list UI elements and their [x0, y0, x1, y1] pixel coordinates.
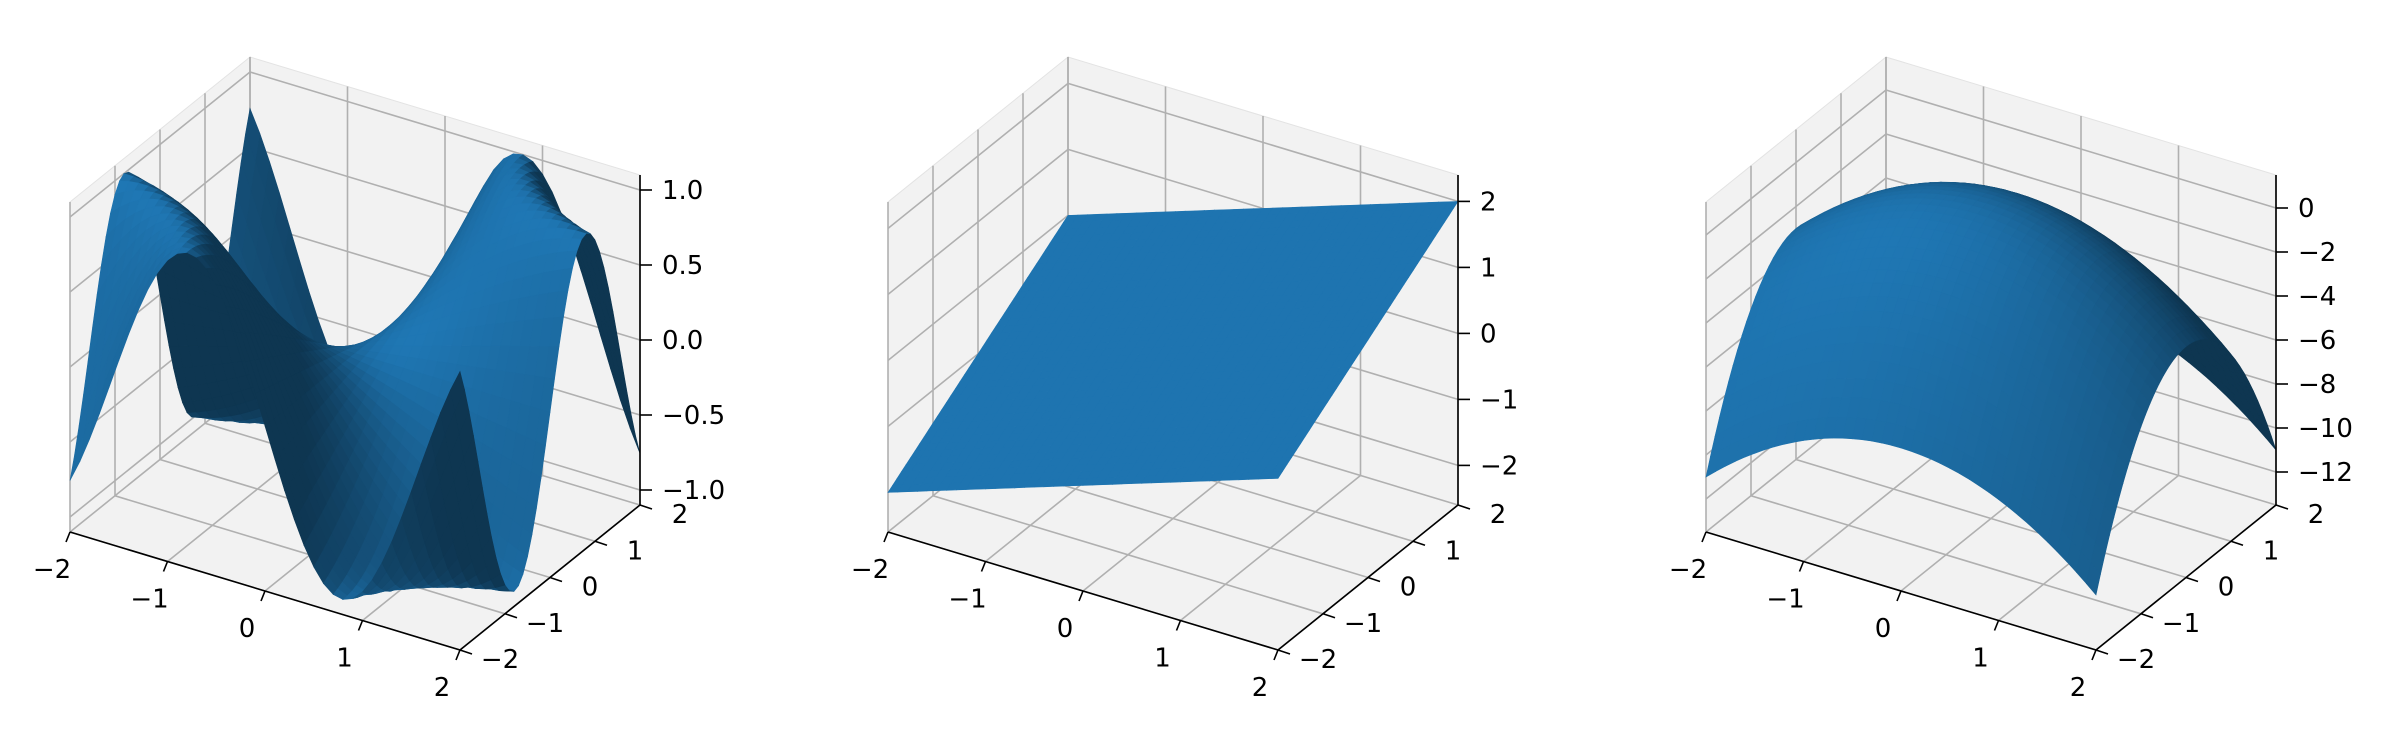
y-tick — [549, 576, 563, 583]
y-tick-label: −2 — [1299, 645, 1337, 675]
y-tick-label: 2 — [1490, 500, 1507, 530]
grid-line-y — [932, 165, 1324, 615]
x-tick-label: −2 — [851, 555, 889, 585]
x-tick-label: −2 — [33, 555, 71, 585]
z-tick-label: −8 — [2298, 370, 2336, 400]
surface-mesh — [69, 107, 641, 600]
z-tick-label: −4 — [2298, 282, 2336, 312]
y-tick-label: 1 — [2263, 536, 2280, 566]
z-tick-label: −2 — [1480, 451, 1518, 481]
surface-facet — [2085, 562, 2101, 596]
y-tick — [2275, 504, 2289, 510]
surface-facet — [1267, 471, 1284, 480]
y-tick — [1412, 540, 1426, 547]
x-tick — [260, 590, 266, 602]
y-tick-label: −1 — [526, 609, 564, 639]
y-tick — [459, 649, 473, 655]
x-tick — [65, 531, 71, 543]
y-tick-label: 2 — [2308, 500, 2325, 530]
y-tick-label: 0 — [582, 573, 599, 603]
z-tick-label: 0.5 — [662, 251, 703, 281]
z-tick-label: −1 — [1480, 385, 1518, 415]
z-tick-label: −2 — [2298, 238, 2336, 268]
x-tick — [1078, 590, 1084, 602]
y-tick-label: 1 — [627, 536, 644, 566]
y-tick-label: 1 — [1445, 536, 1462, 566]
x-tick-label: −2 — [1669, 555, 1707, 585]
x-tick-label: 0 — [1875, 614, 1892, 644]
x-tick-label: 2 — [1252, 673, 1269, 703]
z-tick-label: 0 — [1480, 319, 1497, 349]
y-tick-label: −2 — [2117, 645, 2155, 675]
x-tick-label: 1 — [1154, 644, 1171, 674]
x-tick-label: 2 — [434, 673, 451, 703]
x-tick — [1896, 590, 1902, 602]
x-tick-label: −1 — [1766, 585, 1804, 615]
x-tick-label: 0 — [239, 614, 256, 644]
z-tick-label: −12 — [2298, 458, 2353, 488]
x-tick-label: 2 — [2070, 673, 2087, 703]
z-tick-label: −1.0 — [662, 476, 725, 506]
z-tick-label: 0 — [2298, 194, 2315, 224]
grid-line-z — [69, 71, 641, 218]
y-tick — [2230, 540, 2244, 547]
grid-line-z — [1705, 133, 2277, 280]
y-tick — [1457, 504, 1471, 510]
x-tick — [455, 649, 461, 661]
y-tick — [2185, 576, 2199, 583]
y-tick-label: 0 — [1400, 573, 1417, 603]
y-tick — [1322, 612, 1336, 619]
x-tick — [1701, 531, 1707, 543]
grid-line-z — [887, 82, 1459, 230]
z-tick-label: 2 — [1480, 187, 1497, 217]
x-tick — [980, 561, 987, 572]
grid-line-z — [1705, 89, 2277, 236]
grid-line-y — [1750, 165, 2142, 615]
y-tick — [2140, 612, 2154, 619]
x-tick — [2091, 649, 2097, 661]
y-tick — [639, 504, 653, 510]
surface-facet — [225, 306, 241, 333]
y-tick-label: 0 — [2218, 573, 2235, 603]
y-tick — [1277, 649, 1291, 655]
y-tick-label: −2 — [481, 645, 519, 675]
x-tick — [1993, 620, 2000, 631]
x-tick-label: −1 — [948, 585, 986, 615]
x-tick-label: 0 — [1057, 614, 1074, 644]
surface-facet — [449, 370, 465, 412]
y-tick-label: −1 — [2162, 609, 2200, 639]
y-tick — [2095, 649, 2109, 655]
z-tick-label: 1.0 — [662, 176, 703, 206]
x-tick-label: 1 — [336, 644, 353, 674]
surface-mesh — [1705, 181, 2277, 596]
surface-mesh — [887, 201, 1459, 493]
z-tick-label: 0.0 — [662, 326, 703, 356]
x-tick — [1175, 620, 1182, 631]
y-tick — [504, 612, 518, 619]
x-tick-label: 1 — [1972, 644, 1989, 674]
x-tick — [883, 531, 889, 543]
y-tick-label: −1 — [1344, 609, 1382, 639]
z-tick-label: −0.5 — [662, 401, 725, 431]
z-tick-label: −6 — [2298, 326, 2336, 356]
y-tick — [594, 540, 608, 547]
y-tick — [1367, 576, 1381, 583]
z-tick-label: −10 — [2298, 414, 2353, 444]
x-tick — [162, 561, 169, 572]
x-tick — [1798, 561, 1805, 572]
x-tick — [1273, 649, 1279, 661]
z-tick-label: 1 — [1480, 253, 1497, 283]
x-tick — [357, 620, 364, 631]
y-tick-label: 2 — [672, 500, 689, 530]
x-tick-label: −1 — [130, 585, 168, 615]
